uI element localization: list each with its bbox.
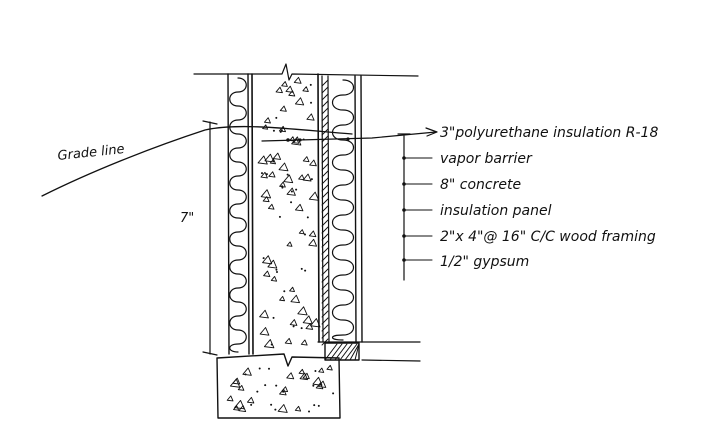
- callout-labels: 3"polyurethane insulation R-18 vapor bar…: [440, 125, 658, 270]
- callout-polyurethane-insulation: 3"polyurethane insulation R-18: [440, 125, 658, 141]
- top-break-line: [193, 63, 419, 81]
- callout-gypsum: 1/2" gypsum: [440, 254, 529, 270]
- grade-line-label: Grade line: [57, 142, 125, 164]
- vapor-barrier-strip: [321, 75, 330, 346]
- floor-line-lower: [361, 359, 421, 362]
- concrete-aggregate-marks: [257, 76, 321, 349]
- grade-line: Grade line: [41, 125, 353, 197]
- interior-insulation-panel: [331, 75, 363, 343]
- leader-lines: [261, 127, 438, 281]
- height-dimension: 7": [180, 120, 218, 356]
- callout-vapor-barrier: vapor barrier: [440, 151, 533, 167]
- footing: [216, 353, 341, 419]
- concrete-wall: [251, 73, 321, 355]
- callout-concrete: 8" concrete: [440, 177, 521, 193]
- callout-insulation-panel: insulation panel: [440, 203, 552, 219]
- height-dimension-label: 7": [180, 211, 194, 226]
- callout-wood-framing: 2"x 4"@ 16" C/C wood framing: [440, 229, 656, 245]
- exterior-insulation-layer: [227, 73, 250, 355]
